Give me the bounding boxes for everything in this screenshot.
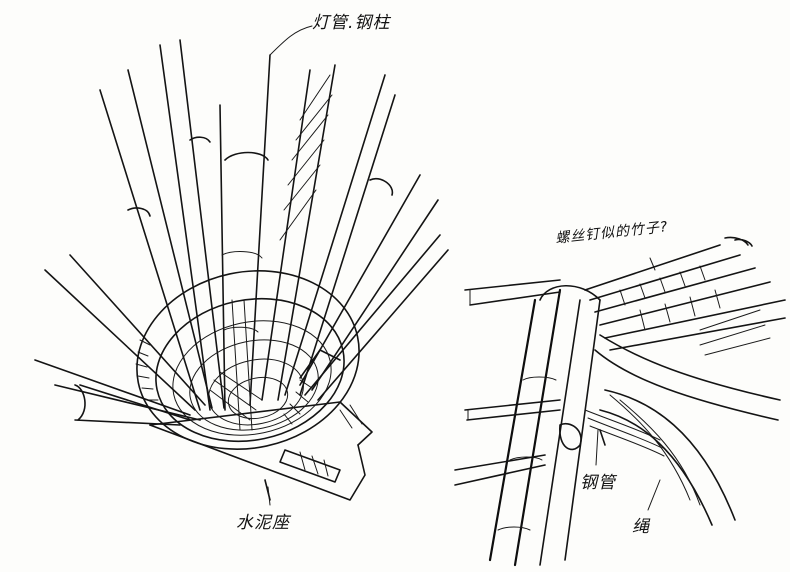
curved-bamboo — [594, 334, 781, 526]
left-sketch — [34, 25, 449, 506]
left-leaders — [267, 25, 313, 506]
annotation-steel-pipe: 钢管 — [580, 473, 616, 493]
annotation-rope: 绳 — [632, 517, 650, 537]
annotation-concrete-base: 水泥座 — [236, 513, 290, 533]
bamboo-poles — [34, 39, 449, 431]
rope-wrap — [584, 409, 665, 457]
upright-pole — [488, 285, 601, 567]
left-bamboo — [454, 279, 561, 486]
right-leaders — [595, 257, 661, 511]
base-bowl — [135, 270, 360, 450]
right-sketch — [454, 236, 786, 567]
annotation-lamp-steel: 灯管.钢柱 — [312, 13, 391, 33]
bamboo-bundle — [584, 236, 786, 356]
concrete-base — [149, 401, 373, 501]
